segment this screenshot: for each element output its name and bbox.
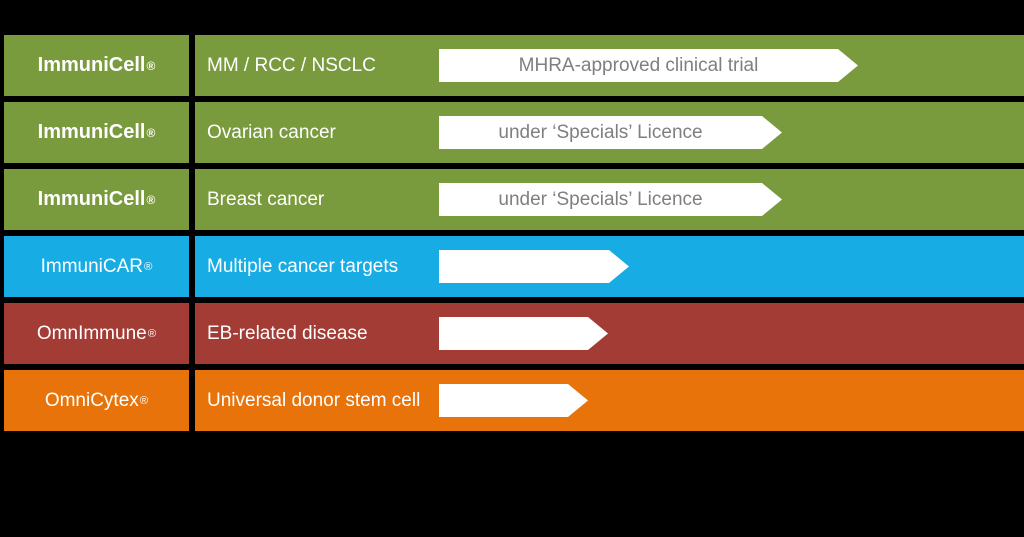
row-content-cell: MM / RCC / NSCLC MHRA-approved clinical … [195, 35, 1024, 96]
product-name-cell: ImmuniCAR® [4, 236, 189, 297]
product-name: ImmuniCell [37, 54, 146, 76]
product-name-cell: OmniCytex® [4, 370, 189, 431]
stage-arrow-label [439, 384, 568, 417]
product-name-cell: ImmuniCell® [4, 169, 189, 230]
product-name: ImmuniCell [37, 188, 146, 210]
stage-arrow: under ‘Specials’ Licence [439, 116, 782, 149]
row-content-cell: Universal donor stem cell [195, 370, 1024, 431]
stage-arrow [439, 317, 608, 350]
product-name-cell: OmnImmune® [4, 303, 189, 364]
indication-label: Multiple cancer targets [207, 255, 399, 277]
product-name: OmniCytex [44, 389, 139, 411]
product-name: OmnImmune [36, 322, 147, 344]
indication-label: Universal donor stem cell [207, 389, 421, 411]
product-name-cell: ImmuniCell® [4, 102, 189, 163]
stage-arrow-label: MHRA-approved clinical trial [518, 54, 759, 76]
stage-arrow: MHRA-approved clinical trial [439, 49, 858, 82]
row-content-cell: Multiple cancer targets [195, 236, 1024, 297]
stage-arrow: under ‘Specials’ Licence [439, 183, 782, 216]
row-immunicar-multiple-targets: ImmuniCAR® Multiple cancer targets [4, 236, 1024, 297]
product-name: ImmuniCell [37, 121, 146, 143]
row-content-cell: Ovarian cancer under ‘Specials’ Licence [195, 102, 1024, 163]
product-name-cell: ImmuniCell® [4, 35, 189, 96]
row-content-cell: Breast cancer under ‘Specials’ Licence [195, 169, 1024, 230]
stage-arrow-label [439, 317, 588, 350]
row-immunicell-mm-rcc-nsclc: ImmuniCell® MM / RCC / NSCLC MHRA-approv… [4, 35, 1024, 96]
row-omnicytex-stem-cell: OmniCytex® Universal donor stem cell [4, 370, 1024, 431]
row-content-cell: EB-related disease [195, 303, 1024, 364]
indication-label: Ovarian cancer [207, 121, 336, 143]
indication-label: MM / RCC / NSCLC [207, 54, 376, 76]
indication-label: Breast cancer [207, 188, 325, 210]
stage-arrow [439, 384, 588, 417]
row-immunicell-ovarian-cancer: ImmuniCell® Ovarian cancer under ‘Specia… [4, 102, 1024, 163]
stage-arrow [439, 250, 629, 283]
stage-arrow-label [439, 250, 609, 283]
stage-arrow-label: under ‘Specials’ Licence [498, 188, 703, 210]
pipeline-table: ImmuniCell® MM / RCC / NSCLC MHRA-approv… [4, 35, 1024, 437]
stage-arrow-label: under ‘Specials’ Licence [498, 121, 703, 143]
indication-label: EB-related disease [207, 322, 368, 344]
product-name: ImmuniCAR [40, 255, 143, 277]
row-omnimmune-eb-related: OmnImmune® EB-related disease [4, 303, 1024, 364]
row-immunicell-breast-cancer: ImmuniCell® Breast cancer under ‘Special… [4, 169, 1024, 230]
